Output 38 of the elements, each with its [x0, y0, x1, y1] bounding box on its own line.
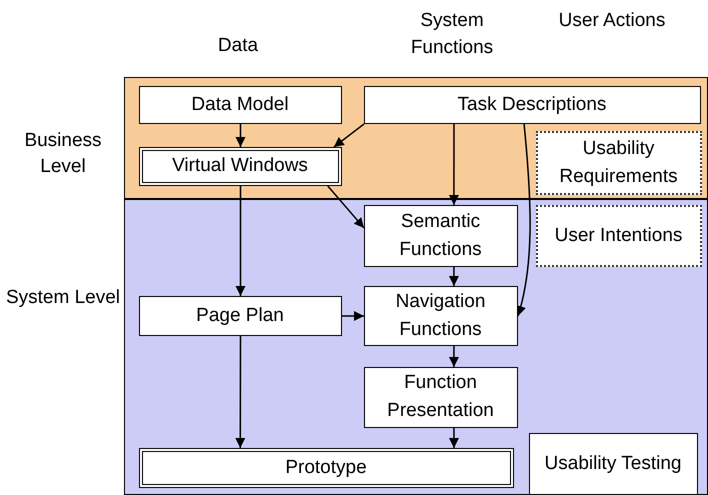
box-label: Navigation Functions [394, 290, 486, 342]
box-label: Semantic Functions [398, 210, 483, 262]
arrow [448, 124, 459, 205]
process-box [138, 86, 342, 124]
box-label: Data Model [190, 92, 290, 117]
column-header: System Functions [410, 9, 494, 60]
box-label: Function Presentation [386, 371, 495, 423]
arrow [235, 336, 246, 448]
double-border-box [138, 146, 342, 186]
arrow [342, 311, 364, 321]
box-label: Usability Requirements [558, 136, 679, 188]
dotted-box [536, 130, 702, 194]
box-label: Virtual Windows [171, 154, 309, 178]
arrow [327, 186, 365, 228]
column-header: User Actions [558, 9, 666, 33]
process-box [528, 432, 698, 494]
arrow [448, 346, 459, 367]
level-label: Business Level [23, 129, 103, 179]
process-box [364, 86, 700, 124]
arrow [236, 124, 246, 147]
dotted-box [536, 204, 702, 266]
arrow [333, 123, 364, 148]
process-box [138, 296, 342, 336]
level-label: System Level [5, 286, 121, 310]
column-header: Data [216, 34, 260, 58]
box-label: Page Plan [195, 304, 285, 328]
box-label: Prototype [284, 456, 368, 480]
box-label: User Intentions [554, 224, 684, 248]
process-box [364, 204, 518, 266]
arrow [448, 267, 459, 286]
process-box [364, 286, 518, 346]
box-label: Usability Testing [544, 452, 682, 476]
arrow [516, 124, 531, 316]
arrow [236, 186, 246, 296]
process-box [364, 366, 518, 428]
box-label: Task Descriptions [456, 92, 608, 117]
double-border-box [138, 448, 514, 488]
arrow [448, 428, 459, 448]
